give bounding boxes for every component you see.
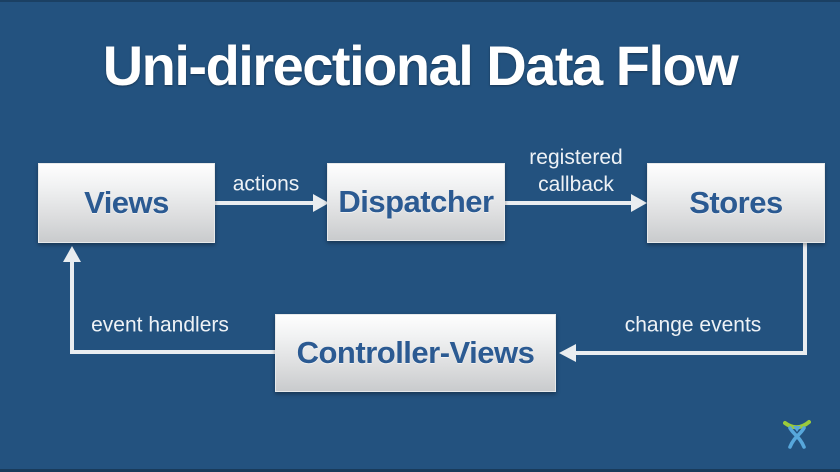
node-controller-views-label: Controller-Views	[296, 335, 535, 370]
edge-label-change-events: change events	[624, 313, 762, 337]
arrow-controller-views-to-views	[63, 246, 275, 354]
node-dispatcher-label: Dispatcher	[338, 184, 494, 219]
arrow-stores-to-controller-views	[559, 243, 807, 362]
slide-bottom-edge	[0, 469, 840, 472]
arrow-views-to-dispatcher	[215, 194, 329, 212]
node-views: Views	[38, 163, 215, 243]
edge-label-event-handlers: event handlers	[91, 313, 229, 337]
node-views-label: Views	[84, 185, 169, 220]
node-controller-views: Controller-Views	[275, 314, 556, 392]
slide-title: Uni-directional Data Flow	[102, 34, 739, 97]
atlassian-logo-head	[793, 426, 801, 432]
arrow-dispatcher-to-stores	[505, 194, 647, 212]
node-stores-label: Stores	[689, 185, 783, 220]
slide-top-edge	[0, 0, 840, 2]
edge-label-registered-callback: registered callback	[529, 146, 623, 196]
edge-label-actions: actions	[232, 172, 300, 196]
atlassian-logo-limb-right	[788, 426, 806, 449]
node-stores: Stores	[647, 163, 825, 243]
node-dispatcher: Dispatcher	[327, 163, 505, 241]
atlassian-logo	[783, 420, 811, 449]
